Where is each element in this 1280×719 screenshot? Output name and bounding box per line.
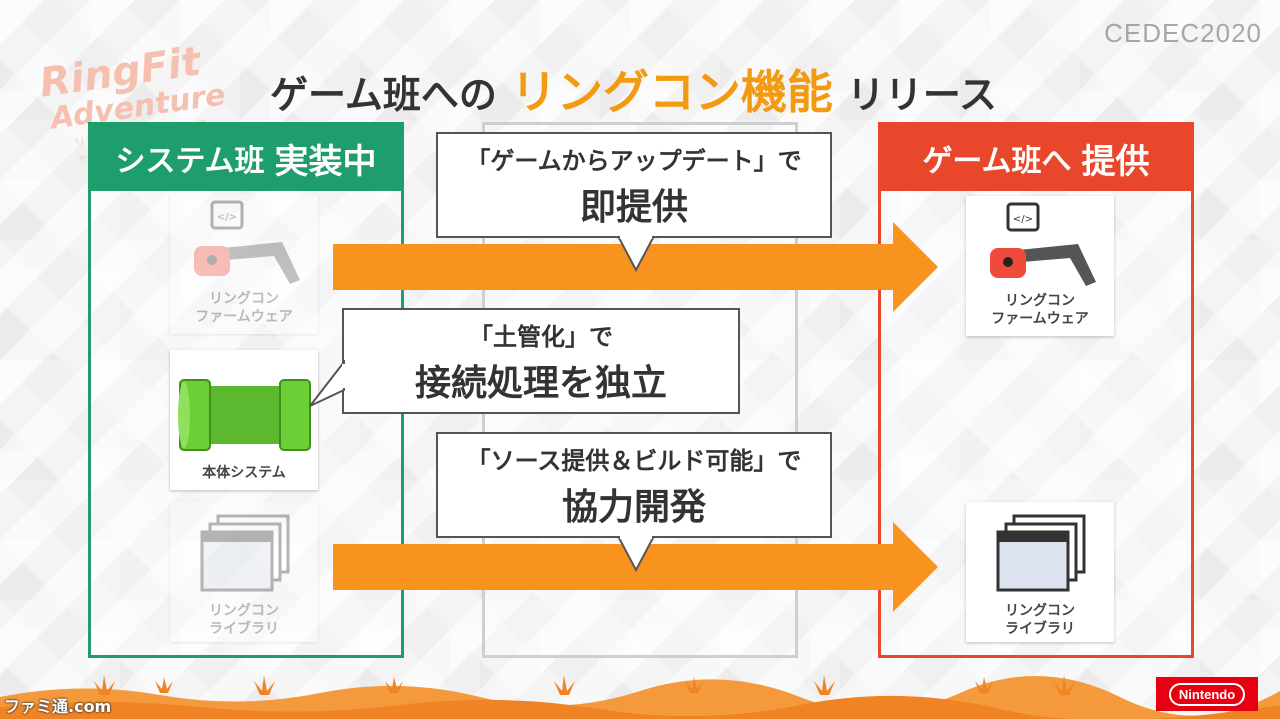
card-library-right-label1: リングコン xyxy=(1005,603,1075,619)
bubble-collaboration: 「ソース提供＆ビルド可能」で 協力開発 xyxy=(436,432,832,538)
card-library-right-label2: ライブラリ xyxy=(1005,621,1075,637)
nintendo-logo: Nintendo xyxy=(1156,677,1258,711)
game-team-header: ゲーム班へ 提供 xyxy=(881,125,1191,191)
card-library-right: リングコン ライブラリ xyxy=(966,502,1114,642)
library-icon xyxy=(996,514,1086,592)
card-library-left-label1: リングコン xyxy=(209,603,279,619)
card-firmware-right-label2: ファームウェア xyxy=(991,311,1089,327)
bubble-instant-delivery-big: 即提供 xyxy=(579,186,688,228)
bubble-connection-small: 「土管化」で xyxy=(469,322,613,351)
cedec-logo: CEDEC2020 xyxy=(1104,18,1262,48)
card-firmware-left-label2: ファームウェア xyxy=(195,309,293,325)
bubble-instant-delivery: 「ゲームからアップデート」で 即提供 xyxy=(436,132,832,238)
card-library-left: リングコン ライブラリ xyxy=(170,502,318,642)
ringcon-firmware-icon: </> xyxy=(990,202,1096,286)
bubble-instant-delivery-tail xyxy=(616,236,656,272)
bubble-collaboration-tail xyxy=(616,536,656,572)
footer-grass xyxy=(0,675,1280,719)
card-firmware-left-label1: リングコン xyxy=(209,291,279,307)
nintendo-logo-text: Nintendo xyxy=(1168,682,1246,706)
game-team-header-b: 提供 xyxy=(1081,141,1150,182)
game-team-header-a: ゲーム班へ xyxy=(922,144,1072,179)
famitsu-watermark: ファミ通.com xyxy=(4,697,112,716)
bubble-collaboration-small: 「ソース提供＆ビルド可能」で xyxy=(466,446,802,475)
card-firmware-right-label1: リングコン xyxy=(1005,293,1075,309)
bubble-instant-delivery-small: 「ゲームからアップデート」で xyxy=(466,146,802,175)
title-part2: リングコン機能 xyxy=(510,65,833,119)
slide-title: ゲーム班への リングコン機能 リリース xyxy=(270,56,1030,119)
bubble-connection: 「土管化」で 接続処理を独立 xyxy=(342,308,740,414)
card-firmware-left: </> リングコン ファームウェア xyxy=(170,194,318,334)
card-system-left: 本体システム xyxy=(170,350,318,490)
card-system-left-label: 本体システム xyxy=(202,465,286,481)
ringcon-firmware-icon: </> xyxy=(194,200,300,284)
bubble-connection-big: 接続処理を独立 xyxy=(414,362,667,404)
title-part3: リリース xyxy=(846,73,997,117)
card-firmware-right: </> リングコン ファームウェア xyxy=(966,196,1114,336)
system-team-header-a: システム班 xyxy=(115,144,265,179)
pipe-icon xyxy=(178,379,311,451)
system-team-header-b: 実装中 xyxy=(274,141,377,182)
bubble-connection-tail xyxy=(309,360,346,407)
svg-text:</>: </> xyxy=(1013,214,1033,225)
bubble-collaboration-big: 協力開発 xyxy=(561,486,706,528)
title-part1: ゲーム班への xyxy=(270,73,497,117)
library-icon xyxy=(200,514,290,592)
card-library-left-label2: ライブラリ xyxy=(209,621,279,637)
svg-text:</>: </> xyxy=(217,212,237,223)
system-team-header: システム班 実装中 xyxy=(91,125,401,191)
